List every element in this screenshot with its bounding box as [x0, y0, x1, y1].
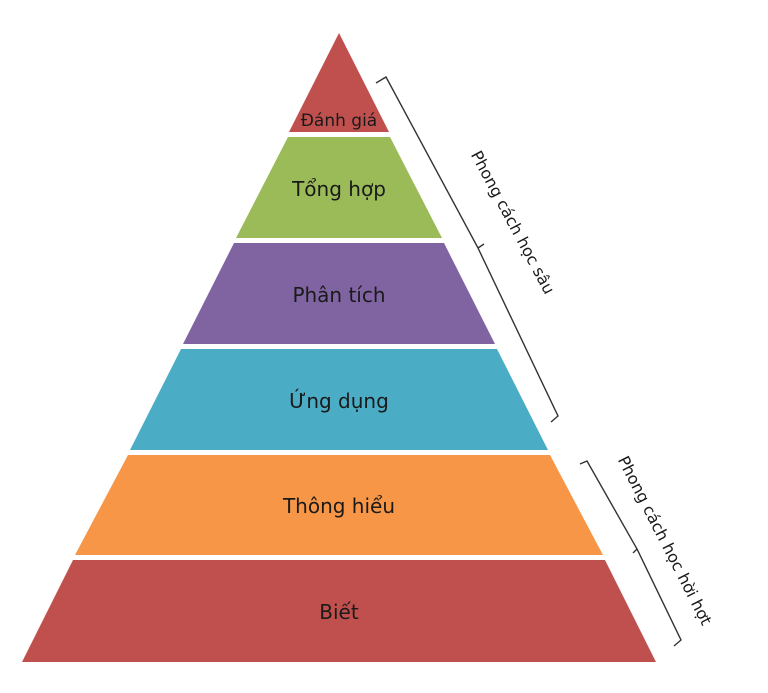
- bracket-shape: [579, 460, 682, 647]
- tier-phan-tich: Phân tích: [183, 243, 495, 344]
- tier-shape: [236, 137, 442, 238]
- tier-label: Phân tích: [292, 283, 385, 307]
- tier-shape: [130, 349, 548, 450]
- tier-biet: Biết: [22, 560, 656, 662]
- tier-shape: [289, 33, 389, 132]
- tier-label: Tổng hợp: [291, 177, 386, 201]
- tier-shape: [75, 455, 603, 555]
- bracket-shape: [375, 76, 559, 423]
- tier-shape: [183, 243, 495, 344]
- tier-thong-hieu: Thông hiểu: [75, 455, 603, 555]
- bracket-label: Phong cách học hời hợt: [614, 453, 716, 628]
- tier-label: Biết: [319, 600, 359, 624]
- bracket-label: Phong cách học sâu: [467, 147, 559, 297]
- tier-danh-gia: Đánh giá: [289, 33, 389, 132]
- tier-label: Đánh giá: [301, 111, 377, 131]
- tier-label: Thông hiểu: [282, 494, 395, 518]
- tier-shape: [22, 560, 656, 662]
- tier-tong-hop: Tổng hợp: [236, 137, 442, 238]
- tier-label: Ứng dụng: [289, 389, 389, 413]
- tier-ung-dung: Ứng dụng: [130, 349, 548, 450]
